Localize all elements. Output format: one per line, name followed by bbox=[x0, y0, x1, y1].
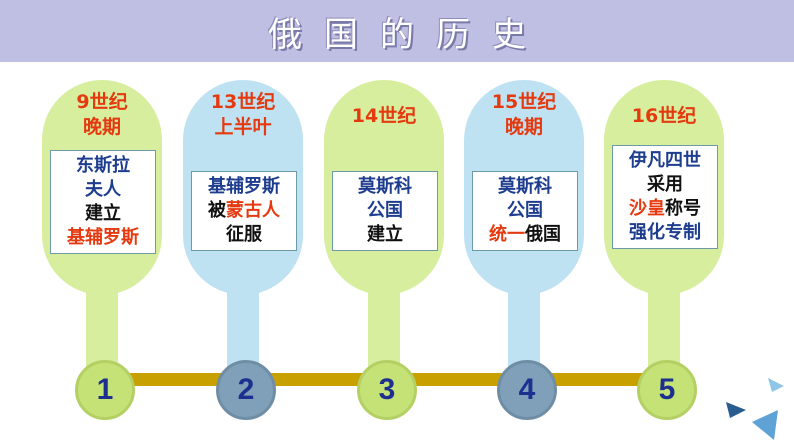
event-text-segment: 基辅罗斯 bbox=[67, 227, 139, 248]
event-text-segment: 采用 bbox=[647, 174, 683, 195]
event-text-segment: 建立 bbox=[367, 224, 403, 245]
event-line: 夫人 bbox=[51, 178, 155, 202]
event-line: 被蒙古人 bbox=[192, 199, 296, 223]
event-box: 东斯拉夫人建立基辅罗斯 bbox=[50, 150, 156, 254]
period-line: 上半叶 bbox=[214, 116, 272, 138]
page-title: 俄国的历史 bbox=[268, 14, 548, 55]
timeline-node-3: 3 bbox=[357, 360, 417, 420]
period-line: 16世纪 bbox=[631, 105, 697, 127]
event-text-segment: 莫斯科 bbox=[498, 176, 552, 197]
event-text-segment: 强化专制 bbox=[629, 222, 701, 243]
timeline-card-1: 9世纪 晚期 东斯拉夫人建立基辅罗斯 1 bbox=[42, 80, 162, 420]
period-line: 晚期 bbox=[504, 116, 543, 138]
event-text-segment: 俄国 bbox=[525, 224, 561, 245]
period-label: 14世纪 bbox=[324, 104, 444, 129]
event-box: 伊凡四世采用沙皇称号强化专制 bbox=[612, 145, 718, 249]
event-text-segment: 基辅罗斯 bbox=[208, 176, 280, 197]
timeline-node-1: 1 bbox=[75, 360, 135, 420]
timeline-card-3: 14世纪 莫斯科公国建立 3 bbox=[324, 80, 444, 420]
event-line: 伊凡四世 bbox=[613, 149, 717, 173]
timeline-node-5: 5 bbox=[637, 360, 697, 420]
event-text-segment: 夫人 bbox=[85, 179, 121, 200]
title-bar: 俄国的历史 bbox=[0, 0, 794, 62]
event-text-segment: 蒙古人 bbox=[226, 200, 280, 221]
period-line: 15世纪 bbox=[491, 91, 557, 113]
triangle-decoration-icon bbox=[726, 378, 784, 440]
event-text-segment: 莫斯科 bbox=[358, 176, 412, 197]
period-label: 15世纪 晚期 bbox=[464, 90, 584, 140]
event-line: 统一俄国 bbox=[473, 223, 577, 247]
event-line: 莫斯科 bbox=[333, 175, 437, 199]
timeline-card-2: 13世纪 上半叶 基辅罗斯被蒙古人征服 2 bbox=[183, 80, 303, 420]
event-line: 莫斯科 bbox=[473, 175, 577, 199]
event-box: 莫斯科公国统一俄国 bbox=[472, 171, 578, 251]
period-line: 13世纪 bbox=[210, 91, 276, 113]
event-line: 基辅罗斯 bbox=[192, 175, 296, 199]
period-line: 晚期 bbox=[82, 116, 121, 138]
event-text-segment: 统一 bbox=[489, 224, 525, 245]
period-label: 9世纪 晚期 bbox=[42, 90, 162, 140]
event-line: 采用 bbox=[613, 173, 717, 197]
period-line: 9世纪 bbox=[76, 91, 128, 113]
event-text-segment: 东斯拉 bbox=[76, 155, 130, 176]
event-line: 强化专制 bbox=[613, 221, 717, 245]
event-text-segment: 被 bbox=[208, 200, 226, 221]
event-line: 东斯拉 bbox=[51, 154, 155, 178]
event-text-segment: 沙皇 bbox=[629, 198, 665, 219]
event-line: 建立 bbox=[51, 202, 155, 226]
period-line: 14世纪 bbox=[351, 105, 417, 127]
event-text-segment: 称号 bbox=[665, 198, 701, 219]
event-text-segment: 公国 bbox=[367, 200, 403, 221]
timeline-card-5: 16世纪 伊凡四世采用沙皇称号强化专制 5 bbox=[604, 80, 724, 420]
event-box: 基辅罗斯被蒙古人征服 bbox=[191, 171, 297, 251]
event-text-segment: 伊凡四世 bbox=[629, 150, 701, 171]
event-text-segment: 公国 bbox=[507, 200, 543, 221]
event-text-segment: 建立 bbox=[85, 203, 121, 224]
event-line: 建立 bbox=[333, 223, 437, 247]
timeline-node-2: 2 bbox=[216, 360, 276, 420]
event-text-segment: 征服 bbox=[226, 224, 262, 245]
timeline-node-4: 4 bbox=[497, 360, 557, 420]
event-line: 征服 bbox=[192, 223, 296, 247]
event-line: 沙皇称号 bbox=[613, 197, 717, 221]
event-line: 公国 bbox=[333, 199, 437, 223]
timeline-card-4: 15世纪 晚期 莫斯科公国统一俄国 4 bbox=[464, 80, 584, 420]
event-box: 莫斯科公国建立 bbox=[332, 171, 438, 251]
period-label: 13世纪 上半叶 bbox=[183, 90, 303, 140]
event-line: 基辅罗斯 bbox=[51, 226, 155, 250]
event-line: 公国 bbox=[473, 199, 577, 223]
period-label: 16世纪 bbox=[604, 104, 724, 129]
